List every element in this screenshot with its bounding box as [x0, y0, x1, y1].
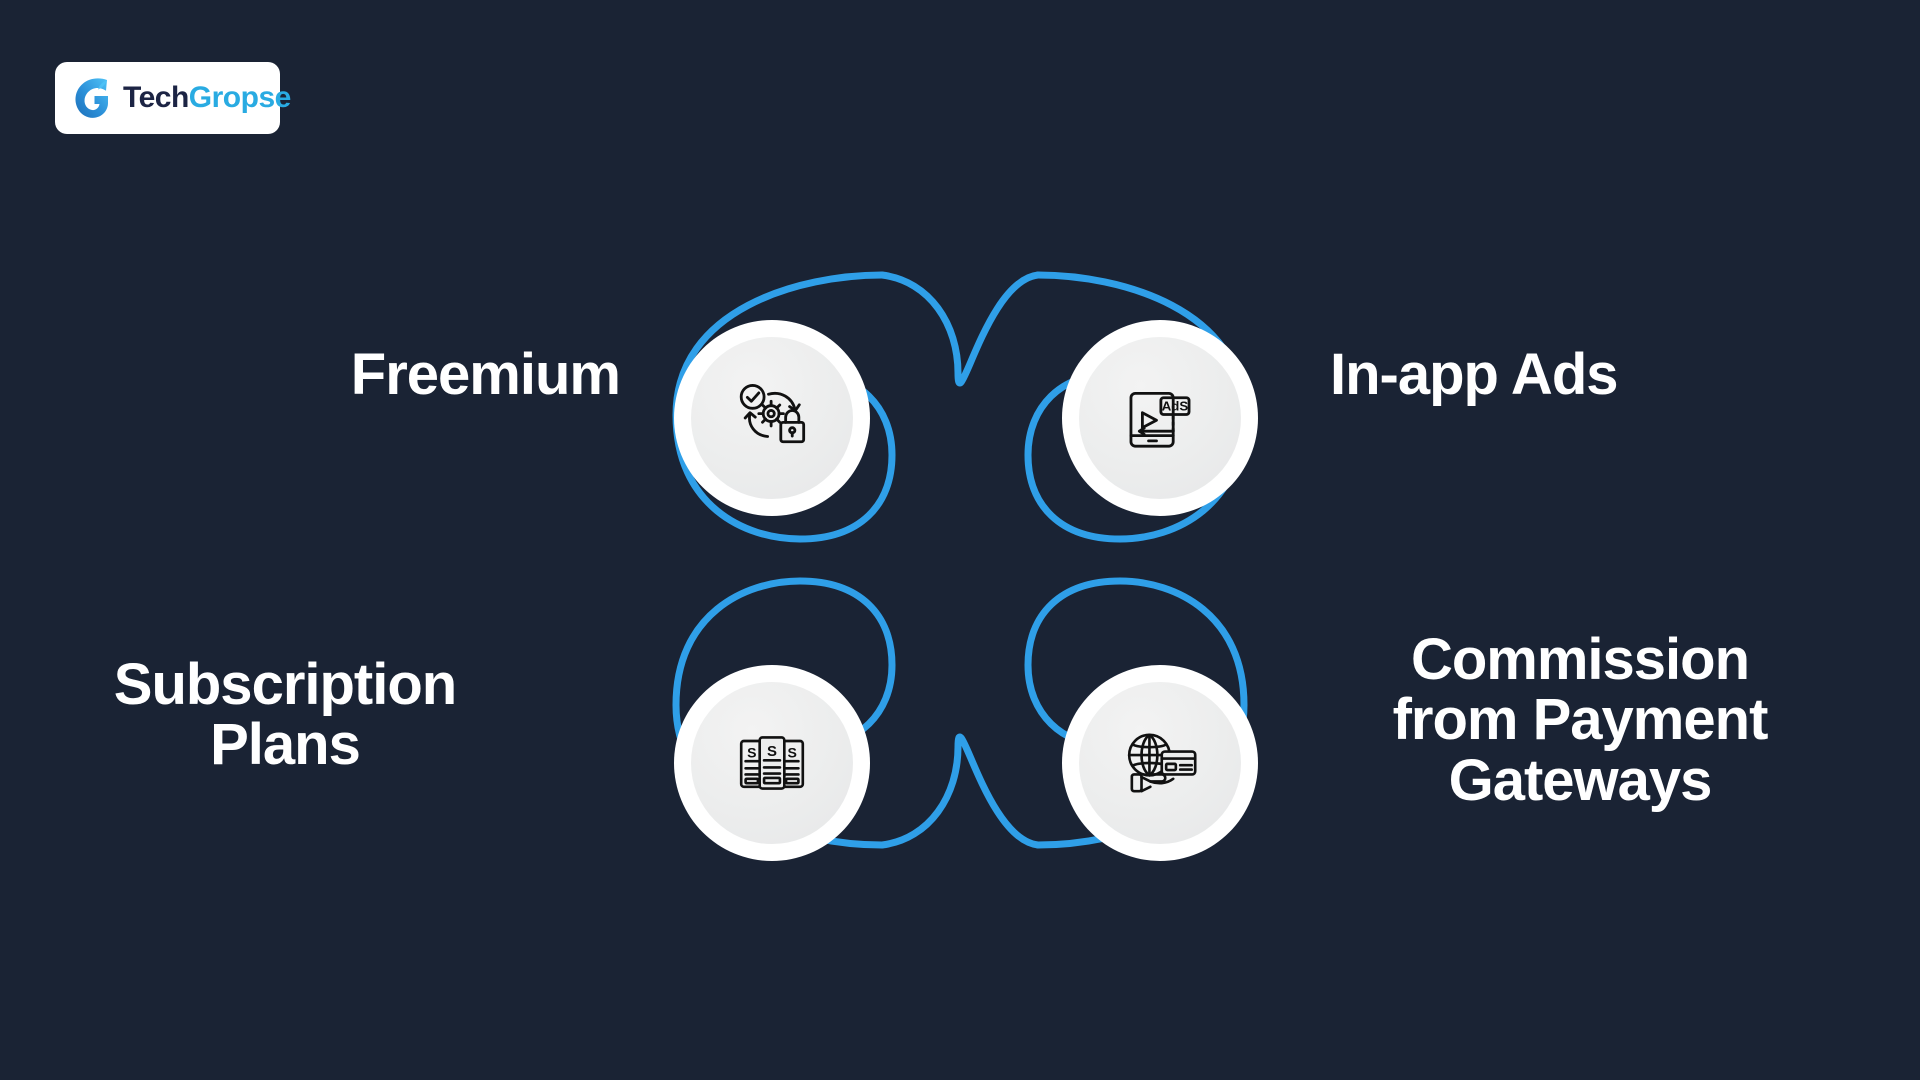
svg-text:S: S [788, 745, 797, 761]
techgropse-g-logo-icon [69, 74, 117, 122]
brand-logo-badge: TechGropse [55, 62, 291, 134]
brand-wordmark-tech: Tech [123, 81, 189, 114]
svg-text:AdS: AdS [1162, 399, 1189, 414]
node-subscription-plans[interactable]: S S S [674, 665, 870, 861]
node-commission-disc [1079, 682, 1241, 844]
label-commission-from-payment-gateways: Commission from Payment Gateways [1392, 627, 1769, 813]
label-freemium: Freemium [350, 342, 621, 407]
node-in-app-ads-disc: AdS [1079, 337, 1241, 499]
brand-wordmark: TechGropse [123, 83, 291, 113]
svg-text:S: S [747, 745, 756, 761]
label-in-app-ads: In-app Ads [1330, 342, 1619, 407]
node-freemium-disc [691, 337, 853, 499]
node-in-app-ads[interactable]: AdS [1062, 320, 1258, 516]
node-commission-from-payment-gateways[interactable] [1062, 665, 1258, 861]
subscription-plan-cards-icon: S S S [728, 719, 816, 807]
svg-text:S: S [767, 743, 777, 760]
mobile-video-ads-icon: AdS [1116, 374, 1204, 462]
node-freemium[interactable] [674, 320, 870, 516]
brand-wordmark-gropse: Gropse [188, 81, 292, 114]
freemium-cycle-lock-icon [728, 374, 816, 462]
globe-card-hand-icon [1116, 719, 1204, 807]
node-subscription-plans-disc: S S S [691, 682, 853, 844]
label-subscription-plans: Subscription Plans [113, 652, 457, 778]
